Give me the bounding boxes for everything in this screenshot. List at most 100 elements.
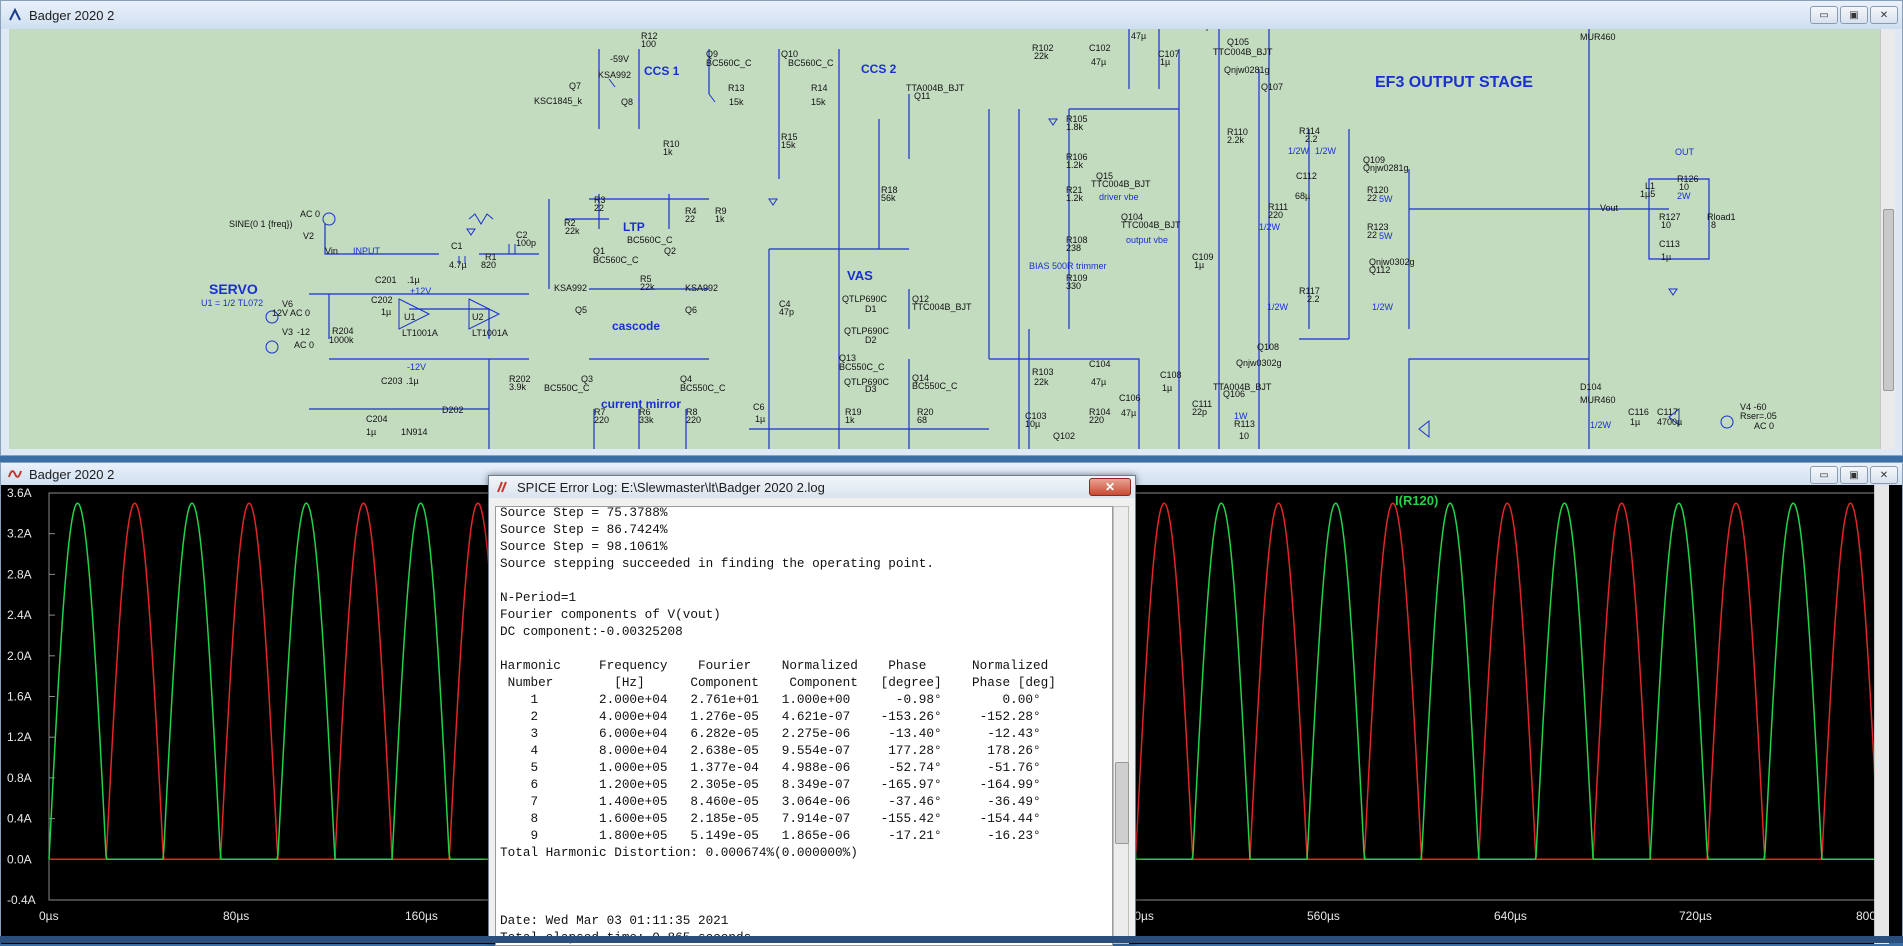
part-label: V6	[282, 299, 293, 309]
part-label: Q6	[685, 305, 697, 315]
log-content: Source Step = 75.3788% Source Step = 86.…	[496, 506, 1060, 945]
waveform-minimize-button[interactable]: ▭	[1810, 466, 1838, 484]
waveform-close-button[interactable]: ✕	[1870, 466, 1898, 484]
minimize-icon: ▭	[1819, 469, 1829, 481]
part-label: R202	[509, 374, 531, 384]
part-label: Q112	[1369, 265, 1390, 275]
x-tick-label: 640µs	[1494, 909, 1527, 923]
error-log-titlebar[interactable]: SPICE Error Log: E:\Slewmaster\lt\Badger…	[489, 476, 1135, 498]
y-tick-label: 0.8A	[7, 771, 32, 785]
part-label: 22p	[1196, 29, 1211, 31]
part-label: 68µ	[1295, 191, 1310, 201]
error-log-close-button[interactable]: ✕	[1089, 478, 1131, 496]
part-label: R117	[1299, 286, 1320, 296]
part-label: 1000k	[329, 335, 354, 345]
y-tick-label: 3.6A	[7, 486, 32, 500]
schematic-vertical-scrollbar[interactable]	[1880, 29, 1895, 449]
x-tick-label: 160µs	[405, 909, 438, 923]
part-label: 15k	[729, 97, 744, 107]
part-label: V3	[282, 327, 293, 337]
part-label: R111	[1268, 202, 1288, 212]
close-icon: ✕	[1104, 480, 1116, 494]
part-label: Qnjw0302g	[1236, 358, 1282, 368]
close-icon: ✕	[1879, 9, 1889, 21]
part-label: C111	[1192, 399, 1212, 409]
part-label: AC 0	[300, 209, 320, 219]
part-label: Q105	[1227, 37, 1249, 47]
part-label: 10	[1239, 431, 1249, 441]
part-label: QTLP690C	[844, 377, 890, 387]
log-line: DC component:-0.00325208	[500, 624, 683, 639]
part-label: 1k	[845, 415, 855, 425]
taskbar[interactable]	[0, 936, 1903, 943]
trace-label[interactable]: I(R120)	[1395, 493, 1438, 508]
minimize-icon: ▭	[1819, 9, 1829, 21]
close-button[interactable]: ✕	[1870, 6, 1898, 24]
schematic-window-title: Badger 2020 2	[29, 7, 115, 23]
part-label: 22	[594, 203, 604, 213]
part-label: TTC004B_BJT	[1121, 220, 1181, 230]
part-label: Q15	[1096, 171, 1113, 181]
part-label: 1k	[715, 214, 725, 224]
part-label: Q107	[1261, 82, 1283, 92]
error-log-text[interactable]: Source Step = 75.3788% Source Step = 86.…	[495, 506, 1113, 946]
y-tick-label: 0.4A	[7, 812, 32, 826]
part-label: Q102	[1053, 431, 1075, 441]
part-label: Q7	[569, 81, 581, 91]
close-icon: ✕	[1879, 469, 1889, 481]
part-label: C106	[1119, 393, 1141, 403]
waveform-restore-button[interactable]: ▣	[1840, 466, 1868, 484]
part-label: C4	[779, 299, 791, 309]
part-label: R10	[663, 139, 680, 149]
waveform-titlebar[interactable]: Badger 2020 2 ▭ ▣ ✕	[1, 463, 1902, 485]
part-label: BC550C_C	[839, 362, 885, 372]
part-label: Q5	[575, 305, 587, 315]
part-label: R4	[685, 206, 697, 216]
part-label: R7	[594, 407, 606, 417]
part-label: R102	[1032, 43, 1054, 53]
part-label: 47µ	[1091, 377, 1106, 387]
part-label: R6	[639, 407, 651, 417]
part-label: R106	[1066, 152, 1088, 162]
part-label: TTA004B_BJT	[1213, 382, 1272, 392]
part-label: Rser=.05	[1740, 411, 1777, 421]
part-label: 1µ	[1162, 383, 1172, 393]
x-tick-label: 560µs	[1307, 909, 1340, 923]
x-tick-label: 720µs	[1679, 909, 1712, 923]
part-label: -12	[297, 327, 310, 337]
cascode-label: cascode	[612, 319, 660, 333]
part-label: 100	[641, 39, 656, 49]
part-label: R19	[845, 407, 862, 417]
part-label: KSA992	[685, 283, 718, 293]
part-label: Q14	[912, 373, 929, 383]
log-line: 8 1.600e+05 2.185e-05 7.914e-07 -155.42°…	[500, 811, 1041, 826]
part-label: LT1001A	[472, 328, 508, 338]
part-label: 10	[1661, 220, 1671, 230]
error-log-scroll-thumb[interactable]	[1115, 762, 1129, 844]
part-label: Q3	[581, 374, 593, 384]
error-log-scrollbar[interactable]	[1113, 506, 1129, 944]
part-label: 220	[594, 415, 609, 425]
part-label: 2.2	[1307, 294, 1320, 304]
part-label: KSC1845_k	[534, 96, 583, 106]
waveform-window-title: Badger 2020 2	[29, 466, 115, 482]
input-label: INPUT	[353, 246, 381, 256]
schematic-scroll-thumb[interactable]	[1883, 209, 1894, 391]
waveform-scrollbar[interactable]	[1874, 485, 1889, 944]
part-label: L1	[1645, 181, 1655, 191]
part-label: C103	[1025, 411, 1047, 421]
minimize-button[interactable]: ▭	[1810, 6, 1838, 24]
y-axis-ticks: 3.6A3.2A2.8A2.4A2.0A1.6A1.2A0.8A0.4A0.0A…	[7, 486, 55, 907]
part-label: R127	[1659, 212, 1681, 222]
part-label: C113	[1659, 239, 1680, 249]
rating-note: 1/2W	[1315, 146, 1337, 156]
restore-button[interactable]: ▣	[1840, 6, 1868, 24]
schematic-titlebar[interactable]: Badger 2020 2 ▭ ▣ ✕	[1, 1, 1902, 29]
log-line: Source Step = 75.3788%	[500, 506, 668, 520]
log-line: Harmonic Frequency Fourier Normalized Ph…	[500, 658, 1049, 673]
part-label: -59V	[610, 54, 629, 64]
part-label: Q109	[1363, 155, 1385, 165]
